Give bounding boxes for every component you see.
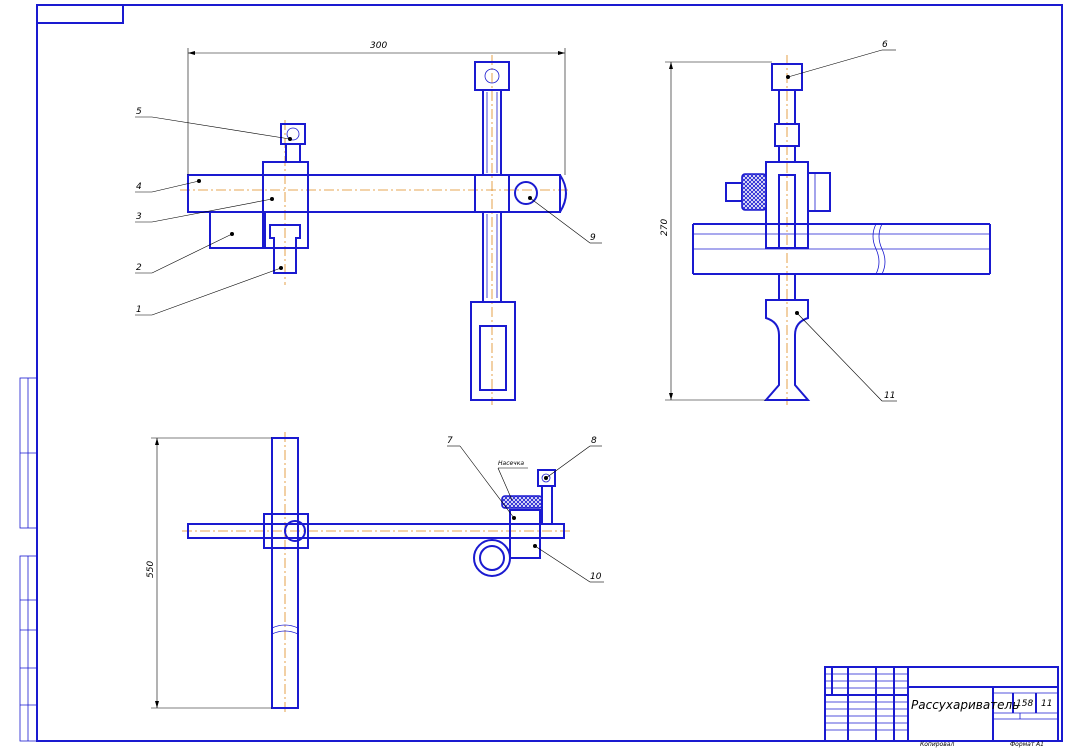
sheet-frame — [19, 4, 1063, 742]
callout-11: 11 — [884, 391, 895, 401]
format-label: Формат — [1010, 741, 1035, 748]
dimension-side-height: 270 — [660, 61, 772, 401]
dimension-side-height-label: 270 — [660, 219, 670, 236]
title-block: Рассухариватель 158 11 Копировал Формат … — [824, 666, 1059, 748]
sheets-count: 11 — [1041, 699, 1052, 709]
front-view-callouts: 5 4 3 2 1 9 — [135, 107, 602, 316]
knurling-note: Насечка — [498, 460, 524, 467]
dimension-width: 300 — [187, 41, 566, 175]
dimension-width-label: 300 — [370, 41, 387, 51]
dimension-top-height: 550 — [146, 437, 272, 709]
top-view — [182, 432, 570, 712]
sheet-number: 158 — [1016, 699, 1033, 709]
format-value: A1 — [1035, 741, 1044, 748]
callout-9: 9 — [590, 233, 596, 243]
callout-4: 4 — [136, 182, 142, 192]
copied-label: Копировал — [920, 741, 954, 748]
callout-2: 2 — [136, 263, 142, 273]
callout-10: 10 — [590, 572, 602, 582]
side-view-callouts: 6 11 — [787, 40, 897, 402]
callout-6: 6 — [882, 40, 888, 50]
top-view-callouts: 7 Насечка 8 10 — [447, 436, 604, 583]
callout-1: 1 — [136, 305, 142, 315]
callout-7: 7 — [447, 436, 453, 446]
side-view — [692, 55, 991, 405]
dimension-top-height-label: 550 — [146, 561, 156, 578]
callout-8: 8 — [591, 436, 597, 446]
front-view — [180, 55, 570, 405]
callout-5: 5 — [136, 107, 142, 117]
drawing-title: Рассухариватель — [911, 698, 1019, 712]
callout-3: 3 — [136, 212, 142, 222]
